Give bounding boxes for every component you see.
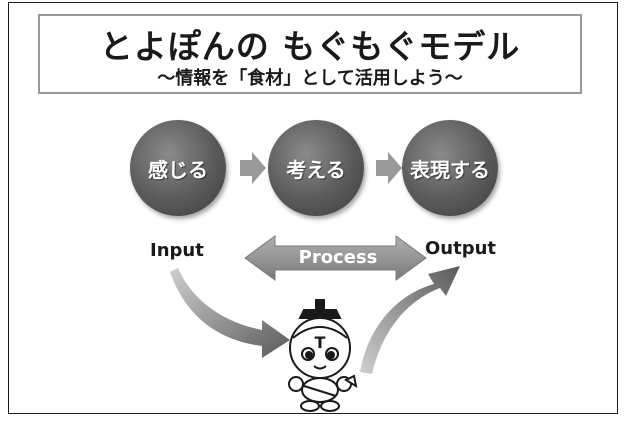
title-box: とよぽんの もぐもぐモデル 〜情報を「食材」として活用しよう〜 [38,14,582,94]
output-label: Output [425,238,497,259]
step-circle-express: 表現する [402,120,498,216]
output-curve-arrow [360,266,460,374]
arrow-right-icon [240,152,266,184]
step-label: 感じる [148,157,208,182]
title-subtitle: 〜情報を「食材」として活用しよう〜 [157,68,463,89]
input-label: Input [150,240,204,261]
step-circle-feel: 感じる [130,120,226,216]
title-main: とよぽんの もぐもぐモデル [99,27,521,66]
process-label: Process [298,247,378,268]
process-double-arrow [244,235,427,281]
step-circle-think: 考える [268,120,364,216]
mascot-character-icon: T [288,299,358,412]
step-label: 考える [286,157,346,182]
svg-text:T: T [315,333,326,352]
arrow-right-icon [376,152,402,184]
step-label: 表現する [410,157,490,182]
input-curve-arrow [170,268,290,358]
